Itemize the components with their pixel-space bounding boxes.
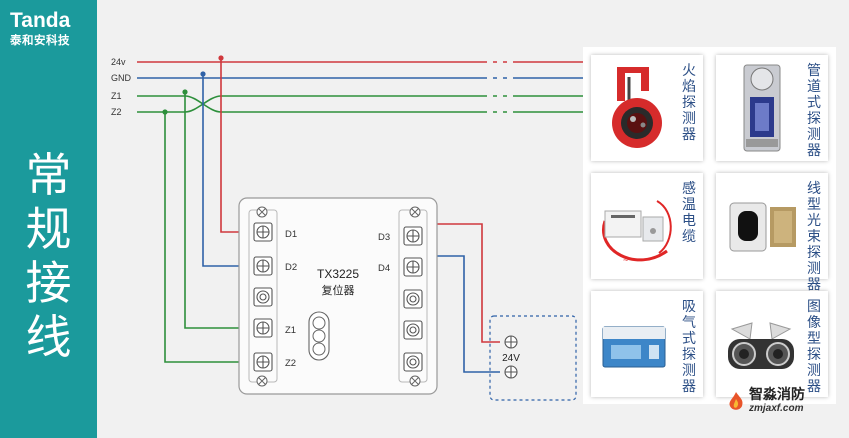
reset-button-icon [308,311,330,361]
fire-logo-icon [729,392,743,410]
detector-card-aspirating: 吸气式探测器 [591,291,703,397]
terminal-label-d4: D4 [378,263,390,274]
bus-lines [137,61,583,113]
terminal-blank-right [403,320,423,340]
wire-d3-24v-plus [437,223,500,343]
title-char: 线 [25,310,72,364]
terminal-label-z2: Z2 [285,358,296,369]
detector-label: 管道式探测器 [807,63,821,159]
terminal-blank-left [253,287,273,307]
power-box-24v: 24V [489,315,577,401]
terminal-label-d1: D1 [285,229,297,240]
detector-card-flame: 火焰探测器 [591,55,703,161]
aspirating-detector-image [602,326,666,368]
sidebar: Tanda 泰和安科技 常 规 接 线 [0,0,97,438]
module-name: 复位器 [322,283,355,297]
wire-z1 [184,92,239,329]
detector-card-duct: 管道式探测器 [716,55,828,161]
detector-panel: 火焰探测器 管道式探测器 ~ 感温电缆 线型光束探测 [583,47,836,404]
watermark: 智淼消防 zmjaxf.com [725,384,833,424]
title-char: 常 [25,148,72,202]
title-char: 接 [25,256,72,310]
terminal-label-d3: D3 [378,232,390,243]
brand-name-cn: 泰和安科技 [10,33,70,47]
brand-logo: Tanda 泰和安科技 [10,10,70,48]
detector-label: 吸气式探测器 [682,299,696,395]
power-box-label: 24V [502,353,520,364]
flame-detector-image [612,67,662,148]
beam-detector-image [729,202,796,252]
heat-cable-image: ~ [602,200,672,265]
bus-label-z2: Z2 [111,107,122,117]
watermark-name: 智淼消防 [749,387,805,403]
wire-gnd-d2 [202,74,239,267]
module-model: TX3225 [317,267,359,281]
svg-text:~: ~ [623,255,628,265]
brand-name-en: Tanda [10,9,71,32]
bus-label-z1: Z1 [111,91,122,101]
junction-dots [162,55,224,115]
wiring-diagram: 24v GND Z1 Z2 [111,55,583,401]
terminal-label-z1: Z1 [285,325,296,336]
image-detector-image [728,322,794,369]
title-char: 规 [25,202,72,256]
detector-card-image: 图像型探测器 [716,291,828,397]
watermark-url: zmjaxf.com [749,403,804,414]
terminal-label-d2: D2 [285,262,297,273]
detector-card-beam: 线型光束探测器 [716,173,828,293]
wire-z2 [164,112,239,363]
detector-card-heat-cable: ~ 感温电缆 [591,173,703,279]
detector-label: 线型光束探测器 [807,181,821,293]
terminal-blank-right [403,352,423,372]
tx3225-module: D1 D2 Z1 Z2 D3 D4 TX3225 复位器 [238,197,438,395]
detector-label: 火焰探测器 [682,63,696,143]
bus-label-gnd: GND [111,73,132,83]
bus-label-24v: 24v [111,57,126,67]
detector-label: 感温电缆 [682,181,696,245]
terminal-z2 [253,352,273,372]
page-title: 常 规 接 线 [0,148,97,364]
terminal-z1 [253,318,273,338]
terminal-blank-right [403,289,423,309]
terminal-d2 [253,256,273,276]
wire-d4-24v-minus [437,255,500,373]
detector-label: 图像型探测器 [807,299,821,395]
terminal-d4 [403,257,423,277]
terminal-d1 [253,222,273,242]
duct-detector-image [743,64,781,152]
bus-line-z2 [137,95,583,113]
terminal-d3 [403,226,423,246]
wire-24v-d1 [220,58,239,233]
